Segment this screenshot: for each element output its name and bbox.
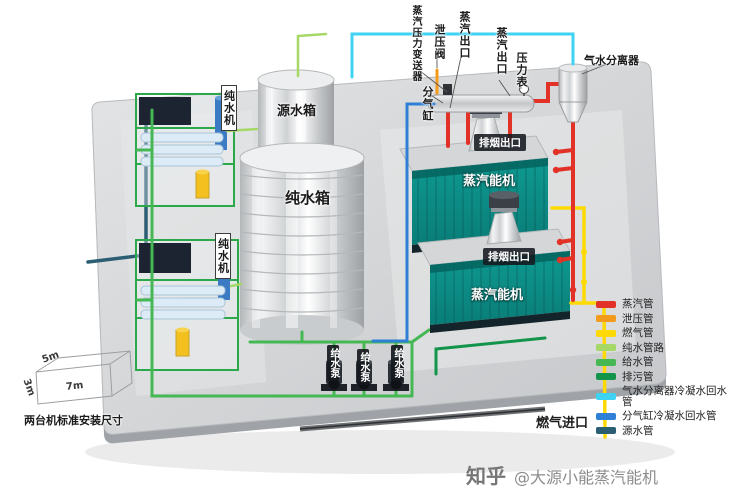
feed-pump-2-label: 给水泵: [357, 349, 369, 385]
legend-row-drain: 排污管: [596, 370, 732, 383]
legend-swatch-relief: [596, 315, 616, 323]
pure-water-tank-body: [239, 142, 365, 345]
legend-label-feed-water: 给水管: [622, 356, 654, 368]
smoke-outlet-a-label: 排烟出口: [474, 134, 526, 151]
platform-shadow: [85, 430, 675, 474]
steam-outlet-b-label: 蒸汽出口: [495, 27, 508, 75]
feed-pump-3-label: 给水泵: [391, 345, 403, 381]
pure-water-tank-label: 纯水箱: [285, 189, 331, 207]
legend-label-drain: 排污管: [622, 370, 654, 383]
cylinder-condensate-pipe: [371, 102, 436, 343]
watermark-brand: 知乎: [466, 464, 506, 488]
installation-note-label: 两台机标准安装尺寸: [24, 414, 123, 427]
legend-row-steam: 蒸汽管: [596, 299, 732, 310]
legend-label-relief: 泄压管: [622, 312, 654, 325]
legend-swatch-drain: [596, 373, 616, 381]
legend-row-relief: 泄压管: [596, 312, 732, 325]
source-water-tank-label: 源水箱: [277, 104, 317, 119]
smoke-outlet-b-label: 排烟出口: [483, 248, 535, 265]
steam-outlet-a-label: 蒸汽出口: [458, 11, 471, 59]
steam-valves: [552, 148, 577, 294]
gas-water-separator-label: 气水分离器: [584, 54, 639, 67]
steam-pressure-transmitter-label: 蒸汽压力变送器: [410, 5, 421, 82]
pressure-gauge-label: 压力表: [515, 52, 528, 88]
steam-machine-a-label: 蒸汽能机: [463, 174, 516, 189]
legend-label-steam: 蒸汽管: [622, 298, 654, 310]
legend-swatch-source-water: [596, 427, 616, 435]
watermark-handle: @大源小能蒸汽能机: [514, 468, 659, 487]
legend-swatch-gas: [596, 329, 616, 337]
steam-machine-b-label: 蒸汽能机: [471, 288, 524, 303]
legend-swatch-feed-water: [596, 358, 616, 366]
legend-label-separator-return: 气水分离器冷凝水回水管: [622, 385, 727, 408]
feed-pump-1-label: 给水泵: [327, 345, 339, 381]
legend-swatch-cylinder-return: [596, 412, 616, 420]
legend-row-source-water: 源水管: [596, 424, 732, 437]
relief-valve-label: 泄压阀: [433, 24, 446, 60]
legend-row-separator-return: 气水分离器冷凝水回水管: [596, 386, 732, 407]
legend-row-gas: 燃气管: [596, 328, 732, 339]
legend-row-feed-water: 给水管: [596, 357, 732, 368]
legend-swatch-separator-return: [596, 393, 616, 400]
gas-inlet-label: 燃气进口: [536, 416, 589, 431]
leader-lines: [414, 51, 613, 109]
pipe-legend: 蒸汽管 泄压管 燃气管 纯水管路 给水管 排污管 气水分离器冷凝水回水管 分气缸…: [596, 299, 732, 436]
drain-pipe: [434, 336, 547, 376]
gas-valves: [581, 249, 587, 285]
watermark: 知乎 @大源小能蒸汽能机: [466, 460, 658, 489]
source-water-tank-body: [257, 69, 335, 156]
legend-label-gas: 燃气管: [622, 327, 654, 339]
dim-width-label: 7m: [65, 380, 84, 393]
legend-label-pure-water: 纯水管路: [622, 341, 664, 354]
separator-condensate-pipe: [350, 32, 575, 79]
legend-row-pure-water: 纯水管路: [596, 341, 732, 354]
gas-water-separator-body: [558, 63, 588, 123]
legend-row-cylinder-return: 分气缸冷凝水回水管: [596, 411, 732, 422]
legend-swatch-steam: [596, 300, 616, 308]
dimension-box: [35, 350, 133, 405]
steam-machine-b-unit: [417, 191, 571, 333]
gas-distribution-cylinder-body: [427, 84, 535, 113]
legend-label-source-water: 源水管: [622, 424, 654, 437]
pure-water-machine-upper-label: 纯水机: [221, 85, 237, 131]
pure-water-machine-lower-label: 纯水机: [215, 233, 231, 279]
gas-distribution-cylinder-label: 分气缸: [421, 86, 434, 122]
legend-swatch-pure-water: [596, 344, 616, 352]
legend-label-cylinder-return: 分气缸冷凝水回水管: [622, 410, 717, 422]
